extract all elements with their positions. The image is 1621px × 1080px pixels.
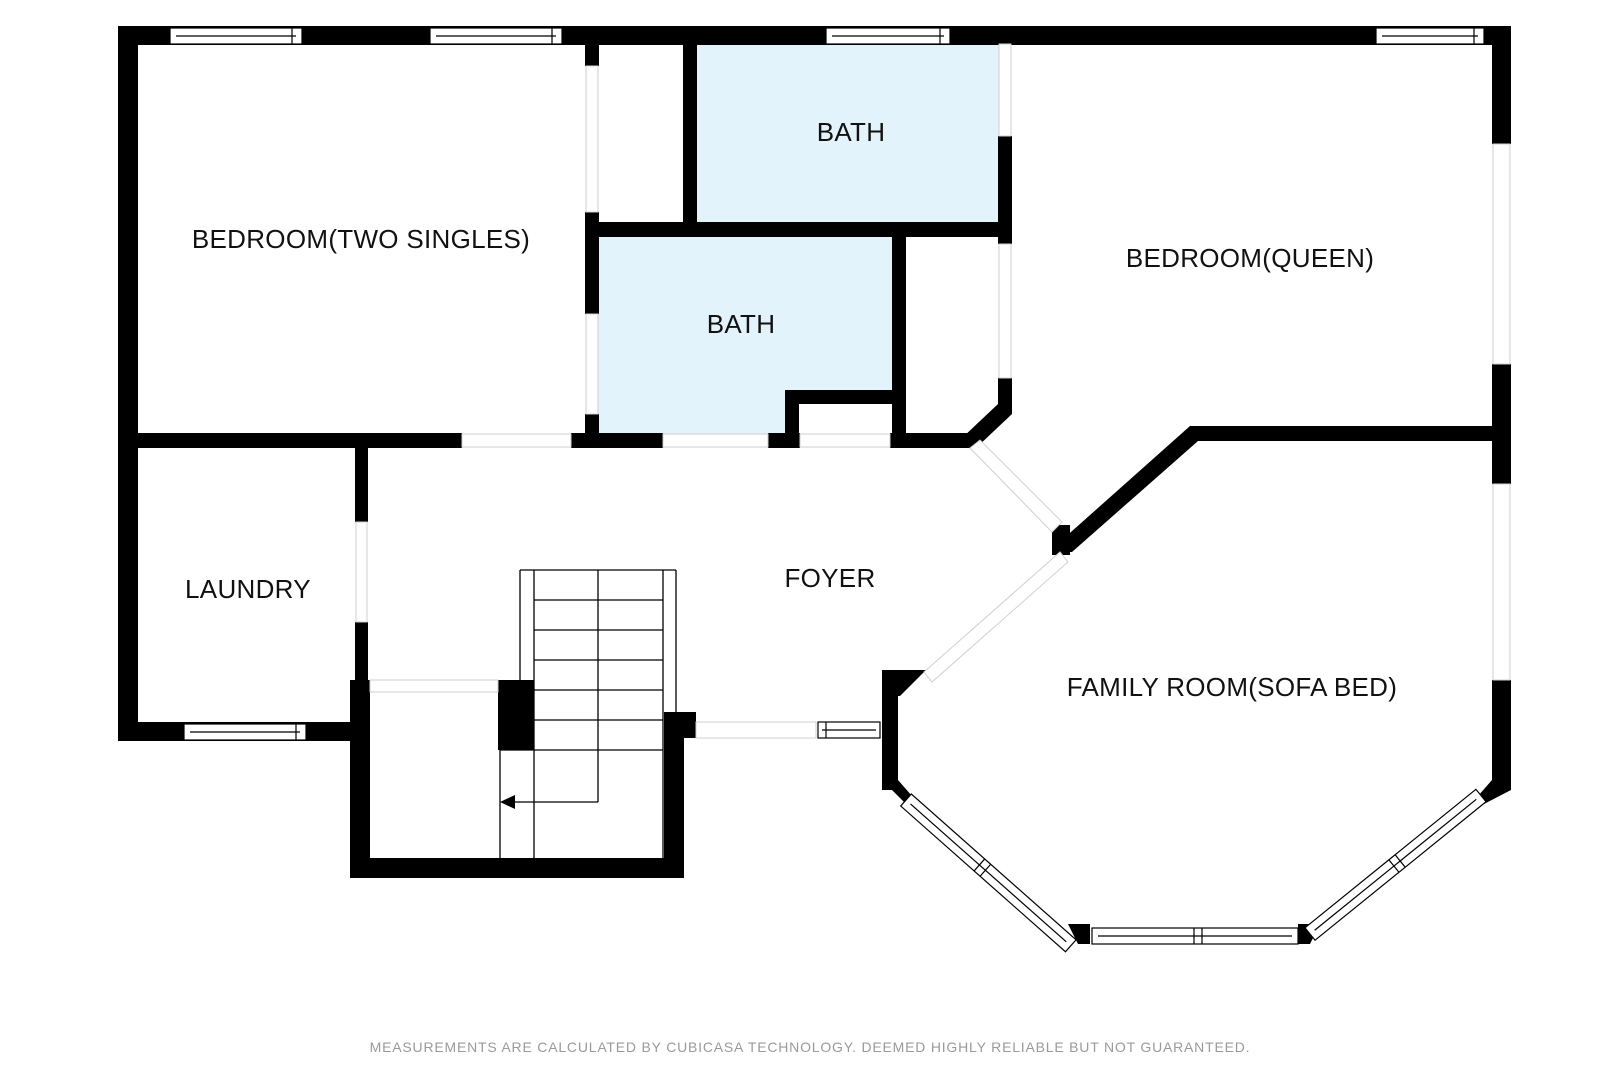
windows: [169, 27, 1487, 953]
room-label-laundry: LAUNDRY: [185, 574, 311, 604]
room-label-bedroom-two-singles: BEDROOM(TWO SINGLES): [192, 224, 530, 254]
room-label-bath-lower: BATH: [707, 309, 776, 339]
staircase: [499, 569, 677, 858]
bath-lower-fill: [598, 236, 893, 438]
room-label-family-room: FAMILY ROOM(SOFA BED): [1067, 672, 1397, 702]
stair-direction-arrow-icon: [500, 795, 515, 809]
disclaimer-text: MEASUREMENTS ARE CALCULATED BY CUBICASA …: [370, 1039, 1251, 1055]
openings: [355, 43, 1511, 739]
room-label-bath-upper: BATH: [817, 117, 886, 147]
room-label-foyer: FOYER: [784, 563, 875, 593]
bath-upper-fill: [694, 44, 999, 223]
room-label-bedroom-queen: BEDROOM(QUEEN): [1126, 243, 1374, 273]
